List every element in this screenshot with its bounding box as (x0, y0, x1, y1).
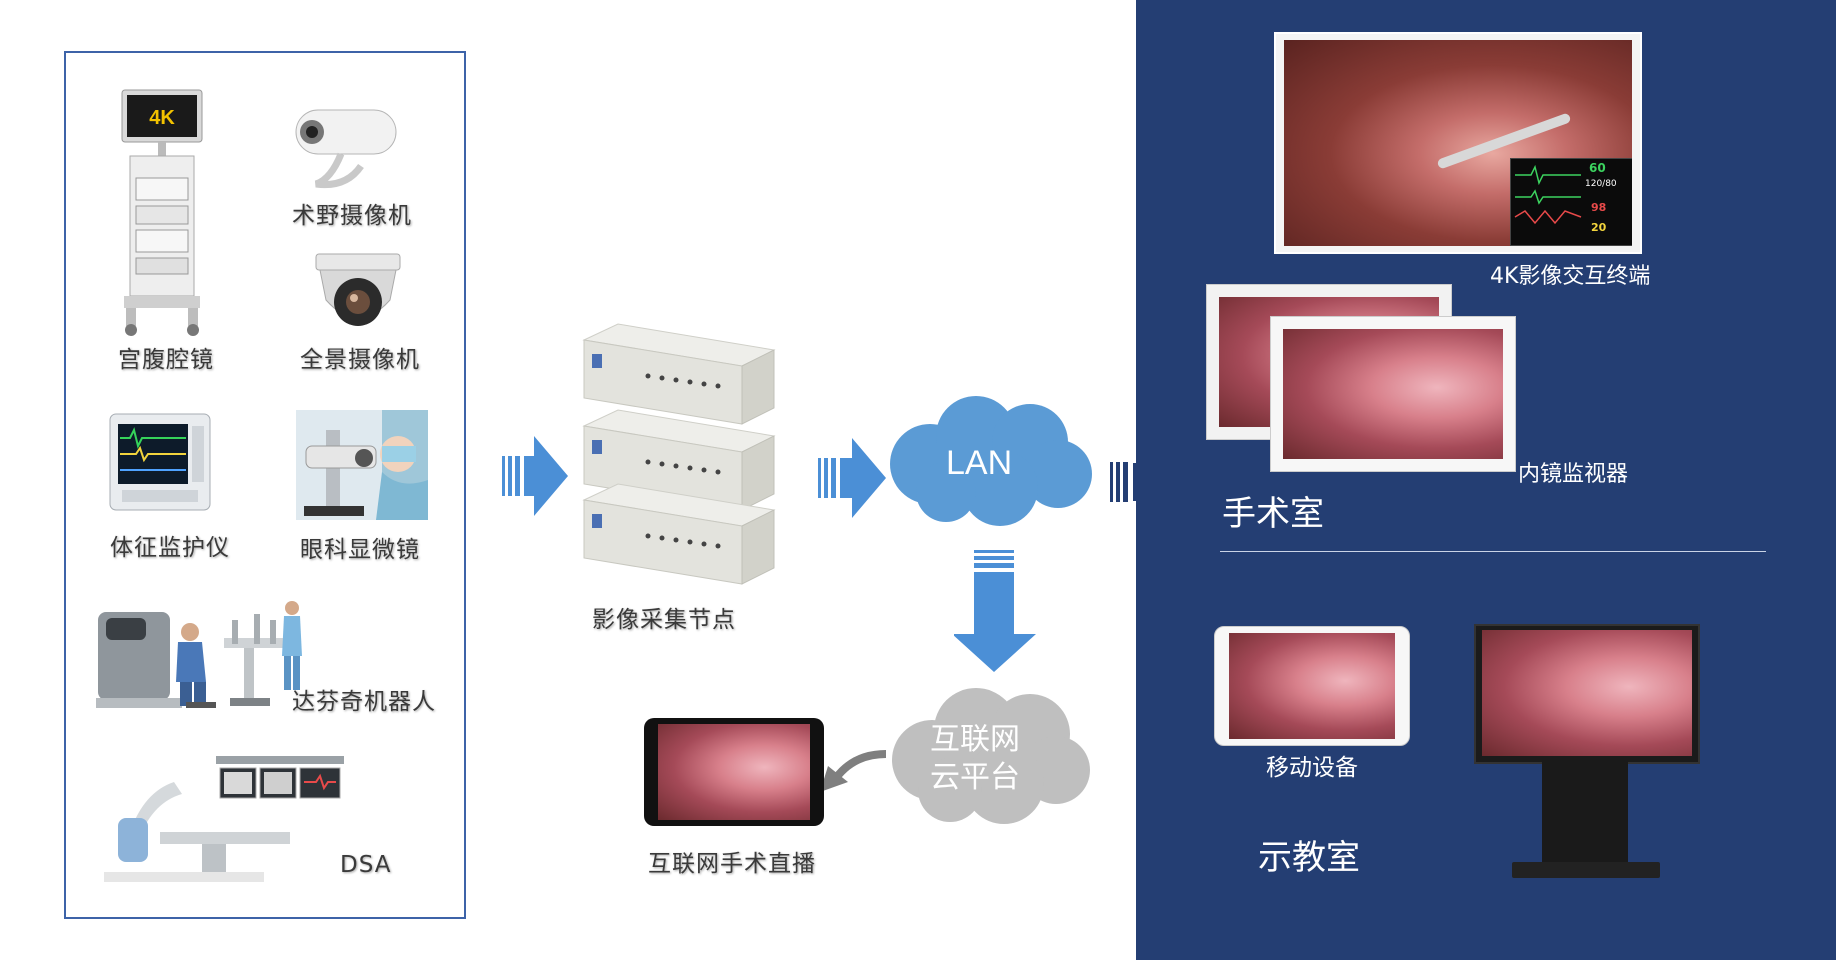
ophthalmic-microscope-icon (296, 410, 428, 520)
tablet-screen (658, 724, 810, 820)
lan-label: LAN (946, 444, 1013, 482)
display-base (1512, 862, 1660, 878)
demo-room-title: 示教室 (1258, 838, 1360, 878)
cloud-line2: 云平台 (930, 760, 1020, 795)
vital-resp: 20 (1591, 221, 1607, 234)
vital-monitor-icon (109, 413, 211, 511)
capture-node-label: 影像采集节点 (592, 607, 736, 633)
panoramic-camera-label: 全景摄像机 (300, 347, 420, 373)
davinci-robot-label: 达芬奇机器人 (292, 689, 436, 715)
mobile-device-screen (1229, 633, 1395, 739)
vital-hr: 60 (1589, 161, 1606, 175)
dsa-icon (104, 756, 344, 882)
cloud-line1: 互联网 (930, 722, 1020, 757)
section-divider (1220, 551, 1766, 552)
live-stream-label: 互联网手术直播 (648, 851, 816, 877)
arrow-down-icon (954, 550, 1036, 672)
endoscope-monitor-front-screen (1283, 329, 1503, 459)
tablet-device (644, 718, 824, 826)
large-display-screen (1482, 630, 1692, 756)
vitals-overlay: 60 120/80 98 20 (1510, 158, 1632, 246)
vital-spo2: 98 (1591, 201, 1607, 214)
vital-bp: 120/80 (1585, 179, 1617, 189)
laparoscope-label: 宫腹腔镜 (118, 347, 214, 373)
field-camera-icon (295, 109, 397, 189)
internet-cloud-icon (892, 688, 1090, 824)
capture-node-icon (582, 323, 776, 585)
vitals-waveform (1514, 164, 1582, 225)
curved-arrow-icon (820, 750, 887, 792)
display-stand (1542, 760, 1628, 864)
terminal-label: 4K影像交互终端 (1490, 264, 1651, 289)
panoramic-camera-icon (315, 253, 401, 326)
dsa-label: DSA (340, 852, 392, 878)
lan-cloud-icon (890, 396, 1092, 526)
laparoscope-tower-icon: 4K (121, 89, 203, 336)
large-display (1474, 624, 1700, 764)
arrow-right-icon-1 (502, 436, 568, 516)
davinci-robot-icon (96, 601, 302, 708)
terminal-screen: 60 120/80 98 20 (1284, 40, 1632, 246)
vital-monitor-label: 体征监护仪 (110, 535, 230, 561)
arrow-right-icon-2 (818, 438, 886, 518)
endoscope-monitor-front (1270, 316, 1516, 472)
terminal-frame: 60 120/80 98 20 (1274, 32, 1642, 254)
mobile-device (1214, 626, 1410, 746)
operating-room-title: 手术室 (1222, 494, 1324, 534)
field-camera-label: 术野摄像机 (292, 203, 412, 229)
ophthalmic-microscope-label: 眼科显微镜 (300, 537, 420, 563)
tower-badge: 4K (149, 107, 175, 129)
endoscope-monitor-label: 内镜监视器 (1518, 462, 1629, 487)
mobile-device-label: 移动设备 (1266, 755, 1358, 781)
